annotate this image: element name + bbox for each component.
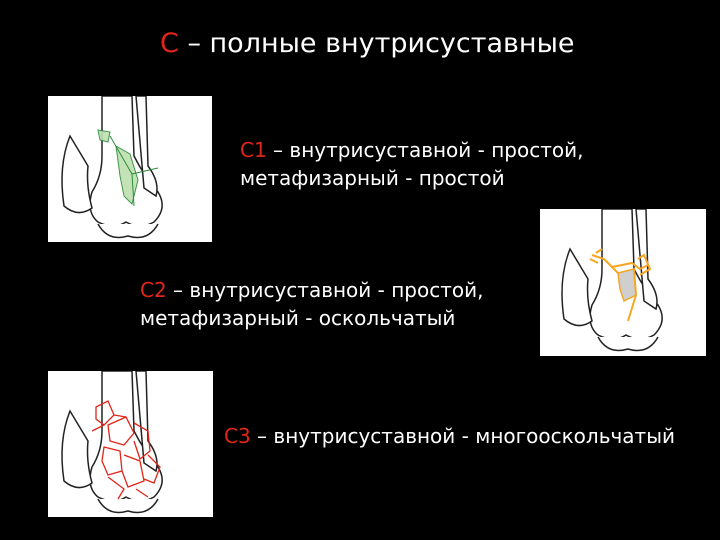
slide-title: C – полные внутрисуставные [160, 28, 575, 59]
c2-line1: – внутрисуставной - простой, [166, 278, 484, 302]
c3-bone-illustration [48, 371, 213, 517]
c2-caption: C2 – внутрисуставной - простой, метафиза… [140, 276, 483, 332]
c1-bone-illustration [48, 96, 212, 242]
c3-code: C3 [224, 424, 251, 448]
c1-line1: – внутрисуставной - простой, [266, 138, 584, 162]
c3-caption: C3 – внутрисуставной - многооскольчатый [224, 422, 675, 450]
title-text: – полные внутрисуставные [178, 28, 575, 59]
c1-caption: C1 – внутрисуставной - простой, метафиза… [240, 136, 583, 192]
c3-line1: – внутрисуставной - многооскольчатый [250, 424, 675, 448]
c2-code: C2 [140, 278, 167, 302]
c2-line2: метафизарный - оскольчатый [140, 306, 456, 330]
c2-bone-illustration [540, 209, 706, 356]
c1-code: C1 [240, 138, 267, 162]
title-code: C [160, 28, 179, 59]
c1-line2: метафизарный - простой [240, 166, 505, 190]
